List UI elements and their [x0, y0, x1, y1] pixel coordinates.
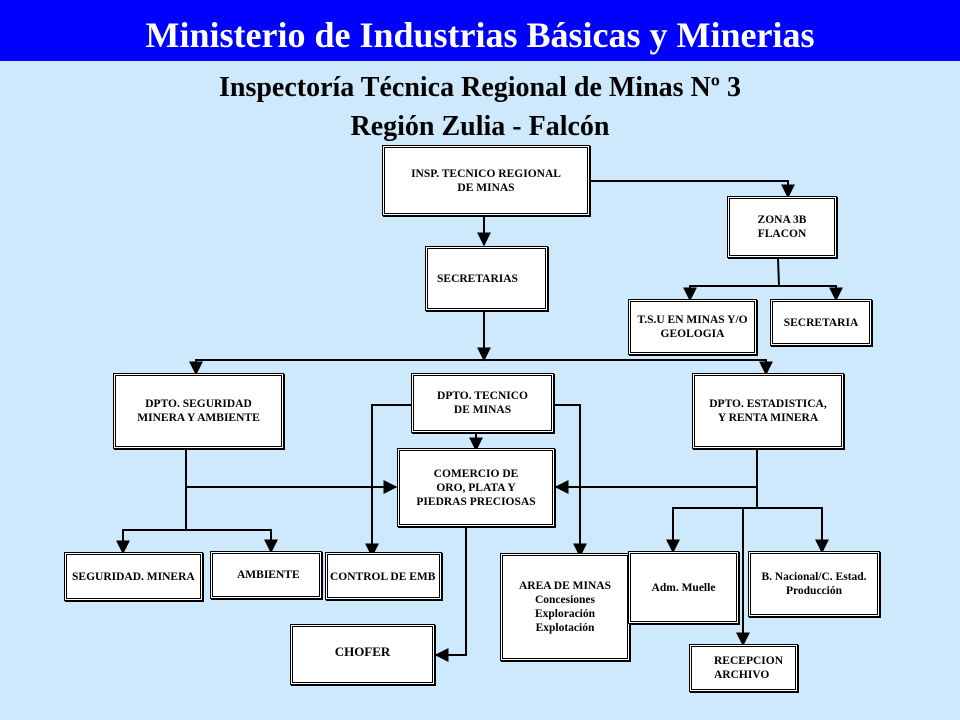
node-ambiente: AMBIENTE: [210, 551, 322, 599]
node-zona-3b: ZONA 3B FLACON: [727, 196, 837, 258]
ministry-banner: Ministerio de Industrias Básicas y Miner…: [0, 0, 960, 61]
edge-zona-secretaria: [779, 285, 843, 302]
node-tsu-minas: T.S.U EN MINAS Y/O GEOLOGIA: [628, 299, 757, 355]
node-dpto-tecnico: DPTO. TECNICO DE MINAS: [411, 373, 554, 433]
node-dpto-estadistica: DPTO. ESTADISTICA, Y RENTA MINERA: [692, 373, 844, 449]
edge-zona-bus: [777, 257, 780, 287]
node-chofer: CHOFER: [290, 624, 435, 685]
node-adm-muelle: Adm. Muelle: [628, 551, 739, 624]
edge-seg-ambiente: [186, 529, 278, 554]
node-control-emb: CONTROL DE EMB: [325, 552, 442, 600]
edge-est-adm: [666, 507, 757, 554]
page-title: Inspectoría Técnica Regional de Minas Nº…: [218, 72, 742, 103]
edge-bus-dpto-est: [484, 359, 773, 376]
node-secretaria: SECRETARIA: [770, 299, 872, 346]
edge-est-recepcion: [736, 507, 757, 647]
node-recepcion-archivo: RECEPCION ARCHIVO: [689, 644, 798, 692]
edge-zona-tsu: [683, 285, 779, 302]
node-banco-nacional: B. Nacional/C. Estad. Producción: [748, 551, 880, 617]
edge-comercio-chofer: [434, 526, 467, 662]
edge-seg-minera: [116, 529, 186, 555]
edge-est-bnacional: [757, 507, 829, 554]
node-comercio: COMERCIO DE ORO, PLATA Y PIEDRAS PRECIOS…: [397, 448, 555, 527]
page-subtitle: Región Zulia - Falcón: [350, 111, 610, 142]
edge-seg-comercio: [185, 448, 398, 494]
edge-tec-control: [365, 404, 412, 558]
node-secretarias: SECRETARIAS: [425, 246, 548, 311]
edge-insp-zona: [590, 180, 795, 199]
node-area-minas: AREA DE MINAS Concesiones Exploración Ex…: [500, 553, 630, 661]
edge-tec-area: [553, 404, 587, 558]
node-dpto-seguridad: DPTO. SEGURIDAD MINERA Y AMBIENTE: [113, 373, 284, 449]
node-seguridad-minera: SEGURIDAD. MINERA: [64, 552, 203, 601]
edge-est-comercio: [554, 448, 758, 494]
node-insp-tecnico-regional: INSP. TECNICO REGIONAL DE MINAS: [382, 145, 590, 216]
edge-bus-dpto-seg: [189, 359, 484, 376]
